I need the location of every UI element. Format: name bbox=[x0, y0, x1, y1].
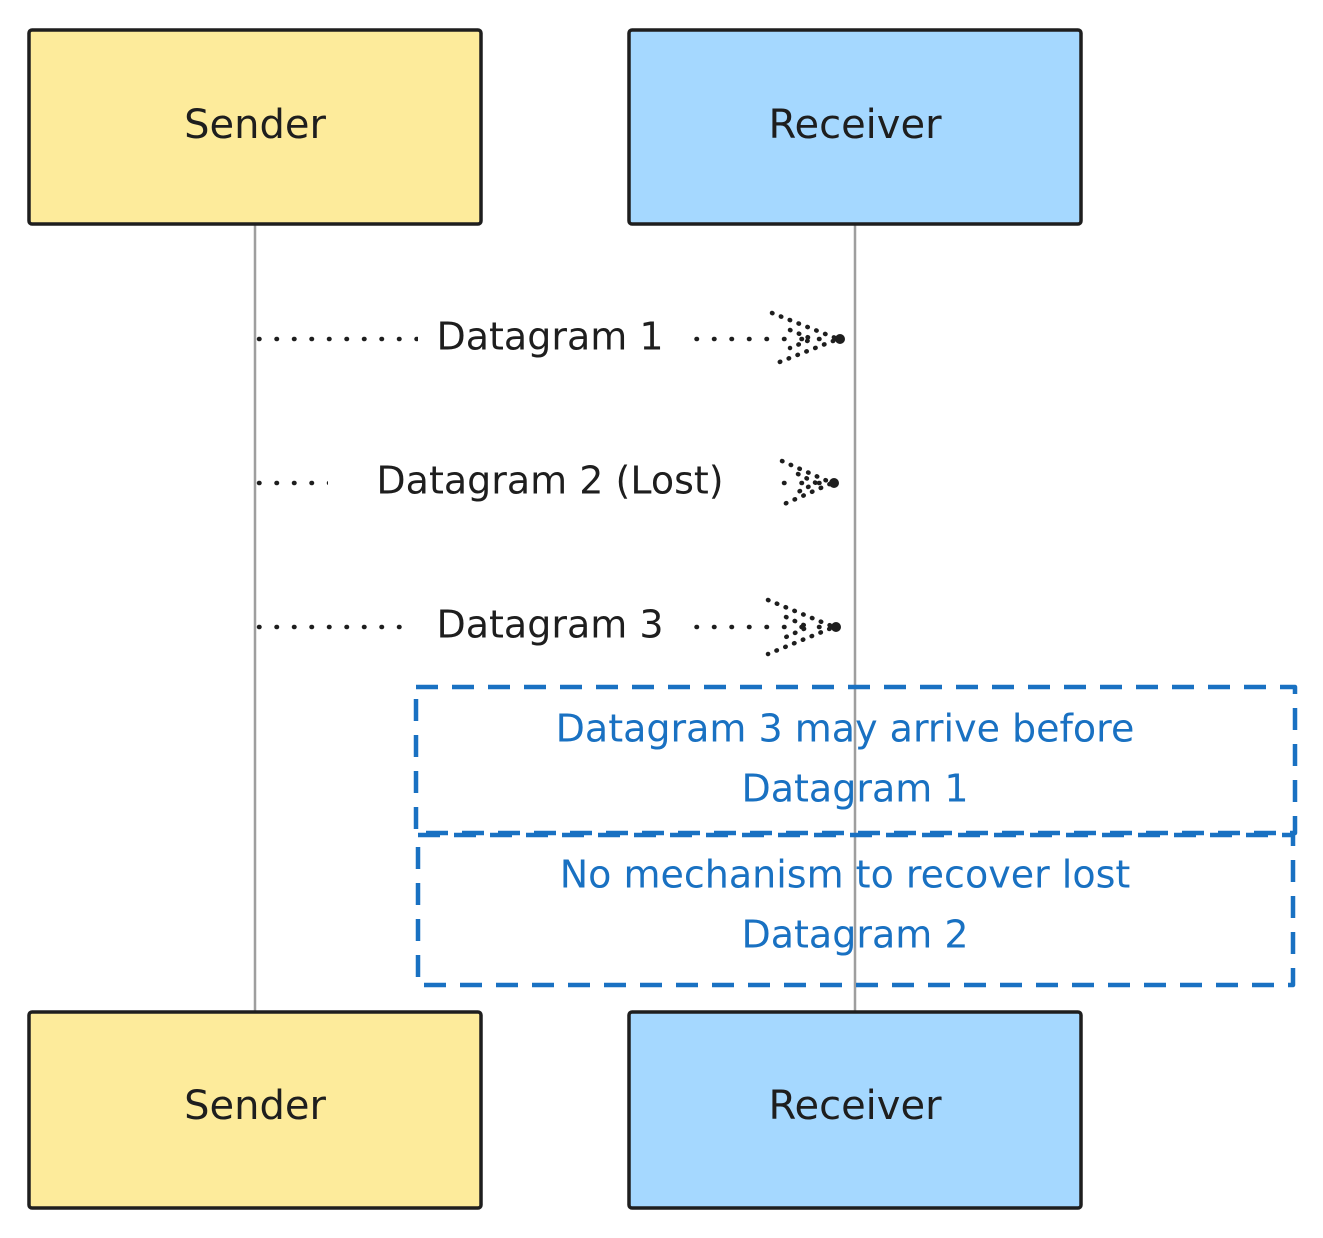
message-3-label-bg bbox=[414, 602, 686, 652]
message-datagram-2[interactable]: Datagram 2 (Lost) bbox=[256, 458, 839, 508]
actor-receiver-top[interactable]: Receiver bbox=[627, 28, 1083, 226]
actor-sender-bottom[interactable]: Sender bbox=[27, 1010, 483, 1210]
actor-receiver-bottom[interactable]: Receiver bbox=[627, 1010, 1083, 1210]
actor-receiver-bottom-box bbox=[627, 1010, 1083, 1210]
note-no-recovery: No mechanism to recover lost Datagram 2 bbox=[415, 832, 1296, 988]
note-no-recovery-line-1: No mechanism to recover lost bbox=[560, 853, 1131, 897]
actor-receiver-bottom-label: Receiver bbox=[768, 1083, 942, 1129]
actor-sender-top[interactable]: Sender bbox=[27, 28, 483, 226]
note-no-recovery-box bbox=[415, 832, 1296, 988]
actor-sender-top-label: Sender bbox=[184, 102, 326, 148]
note-no-recovery-line-2: Datagram 2 bbox=[741, 913, 968, 957]
note-reorder-line-2: Datagram 1 bbox=[741, 767, 968, 811]
message-2-arrowhead bbox=[779, 458, 839, 508]
actor-receiver-top-box bbox=[627, 28, 1083, 226]
message-1-label: Datagram 1 bbox=[436, 315, 663, 359]
actor-sender-bottom-label: Sender bbox=[184, 1083, 326, 1129]
message-2-label-bg bbox=[328, 458, 774, 508]
note-reorder-line-1: Datagram 3 may arrive before bbox=[556, 707, 1135, 751]
message-3-arrowhead bbox=[765, 597, 841, 657]
message-datagram-3[interactable]: Datagram 3 bbox=[256, 597, 841, 657]
message-3-label: Datagram 3 bbox=[436, 603, 663, 647]
actor-receiver-top-label: Receiver bbox=[768, 102, 942, 148]
note-reorder-box bbox=[413, 684, 1298, 836]
actor-sender-bottom-box bbox=[27, 1010, 483, 1210]
message-datagram-1[interactable]: Datagram 1 bbox=[256, 310, 845, 368]
actor-sender-top-box bbox=[27, 28, 483, 226]
message-2-label: Datagram 2 (Lost) bbox=[376, 459, 723, 503]
note-reorder: Datagram 3 may arrive before Datagram 1 bbox=[413, 684, 1298, 836]
message-1-label-bg bbox=[418, 314, 684, 364]
message-1-arrowhead bbox=[769, 310, 845, 368]
